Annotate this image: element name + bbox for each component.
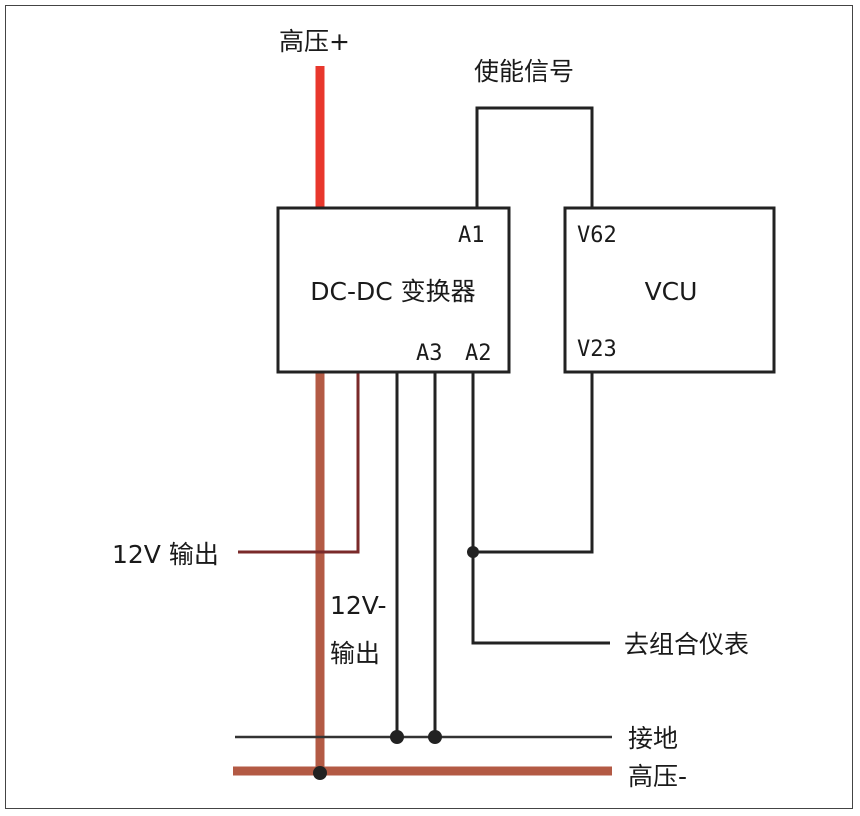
vcu-pin-v62: V62 xyxy=(577,223,617,248)
ground-label: 接地 xyxy=(628,724,678,753)
vcu-name: VCU xyxy=(645,277,698,306)
dcdc-pin-a2: A2 xyxy=(465,341,492,366)
12v-minus-label-line2: 输出 xyxy=(330,639,380,668)
dcdc-converter-name: DC-DC 变换器 xyxy=(310,277,475,306)
enable-signal-label: 使能信号 xyxy=(474,57,574,86)
12v-output-wire xyxy=(238,372,360,554)
to-cluster-label: 去组合仪表 xyxy=(624,630,749,659)
hv-plus-label: 高压+ xyxy=(279,27,350,56)
12v-output-label: 12V 输出 xyxy=(112,540,219,569)
vcu-box xyxy=(563,206,776,374)
junction-dot-ground-2 xyxy=(428,730,442,744)
hv-minus-label: 高压- xyxy=(628,762,687,791)
junction-dot-ground-1 xyxy=(390,730,404,744)
vcu-pin-v23: V23 xyxy=(577,337,617,362)
dcdc-converter-box xyxy=(276,206,511,374)
junction-dot-signal xyxy=(467,546,479,558)
v23-signal-wire xyxy=(473,372,594,554)
dcdc-pin-a3: A3 xyxy=(416,341,443,366)
dcdc-pin-a1: A1 xyxy=(458,223,485,248)
12v-minus-label-line1: 12V- xyxy=(330,591,386,620)
a2-signal-wire xyxy=(471,372,610,645)
diagram-frame xyxy=(5,5,853,809)
enable-signal-wire xyxy=(475,106,594,208)
junction-dot-hv-minus xyxy=(313,766,327,780)
